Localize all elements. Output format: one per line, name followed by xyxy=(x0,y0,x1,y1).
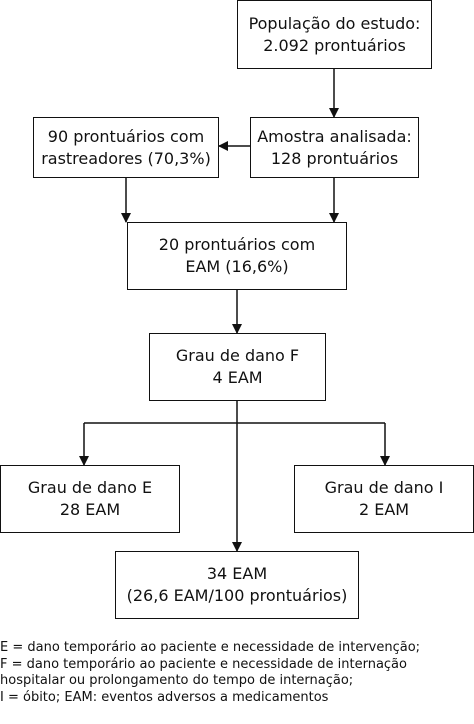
grade-i-line2: 2 EAM xyxy=(358,500,410,519)
population-line2: 2.092 prontuários xyxy=(263,35,406,55)
grade-e-line1: Grau de dano E xyxy=(27,478,153,497)
sample-line1: Amostra analisada: xyxy=(257,126,412,146)
grade-f-box: Grau de dano F 4 EAM xyxy=(149,333,326,401)
grade-e-line2: 28 EAM xyxy=(59,500,121,519)
total-line2: (26,6 EAM/100 prontuários) xyxy=(126,586,348,605)
trackers-line2: rastreadores (70,3%) xyxy=(41,148,211,168)
legend-line: I = óbito; EAM: eventos adversos a medic… xyxy=(0,689,329,705)
legend: E = dano temporário ao paciente e necess… xyxy=(0,640,474,706)
grade-f-line1: Grau de dano F xyxy=(175,346,300,365)
total-line1: 34 EAM xyxy=(206,564,268,583)
population-line1: População do estudo: xyxy=(248,13,421,33)
eam-line1: 20 prontuários com xyxy=(158,235,316,254)
legend-line: hospitalar ou prolongamento do tempo de … xyxy=(0,673,354,688)
eam-line2: EAM (16,6%) xyxy=(185,257,289,276)
trackers-line1: 90 prontuários com xyxy=(47,126,205,146)
grade-e-box: Grau de dano E 28 EAM xyxy=(0,465,180,533)
eam-box: 20 prontuários com EAM (16,6%) xyxy=(127,222,347,290)
population-box: População do estudo: 2.092 prontuários xyxy=(237,0,432,69)
legend-line: F = dano temporário ao paciente e necess… xyxy=(0,656,407,672)
sample-line2: 128 prontuários xyxy=(270,148,399,168)
grade-f-line2: 4 EAM xyxy=(212,368,263,387)
trackers-box: 90 prontuários com rastreadores (70,3%) xyxy=(33,117,219,178)
grade-i-line1: Grau de dano I xyxy=(324,478,444,497)
legend-line: E = dano temporário ao paciente e necess… xyxy=(0,640,421,655)
total-box: 34 EAM (26,6 EAM/100 prontuários) xyxy=(115,551,359,619)
grade-i-box: Grau de dano I 2 EAM xyxy=(294,465,474,533)
sample-box: Amostra analisada: 128 prontuários xyxy=(250,117,419,178)
